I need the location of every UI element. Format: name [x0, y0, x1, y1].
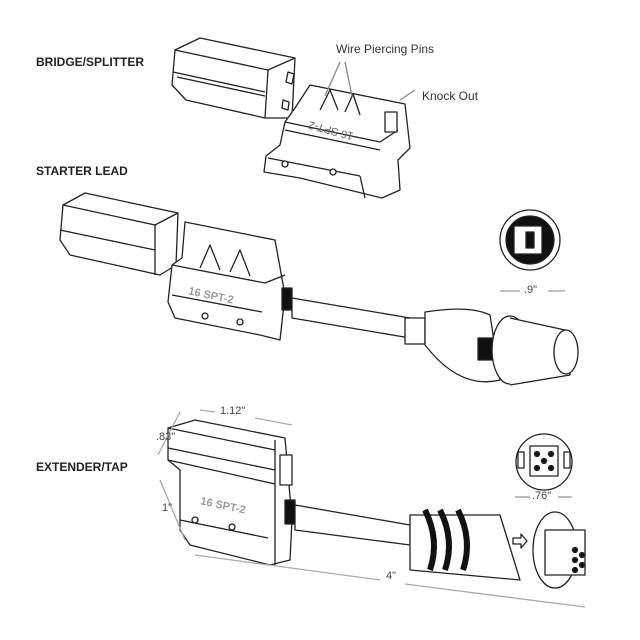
dimension-lines: [157, 409, 586, 608]
dimension-width: 1.12": [220, 405, 246, 417]
dimension-extender-diameter: .76": [532, 490, 552, 502]
dimension-height: 1": [162, 502, 173, 514]
section-label-extender-tap: EXTENDER/TAP: [36, 460, 128, 474]
section-label-bridge-splitter: BRIDGE/SPLITTER: [36, 55, 145, 69]
callout-wire-piercing-pins: Wire Piercing Pins: [336, 42, 435, 56]
starter-lead: [59, 192, 579, 386]
dimension-length: 4": [386, 570, 397, 582]
extender-end-view: [515, 433, 573, 498]
bridge-cap: [171, 37, 296, 119]
section-label-starter-lead: STARTER LEAD: [36, 164, 128, 178]
callout-knock-out: Knock Out: [422, 89, 479, 103]
extender-tap: [167, 419, 586, 589]
dimension-starter-diameter: .9": [524, 284, 538, 296]
bridge-base: [263, 61, 416, 199]
starter-end-view: [499, 209, 565, 292]
dimension-depth: .83": [156, 431, 176, 443]
